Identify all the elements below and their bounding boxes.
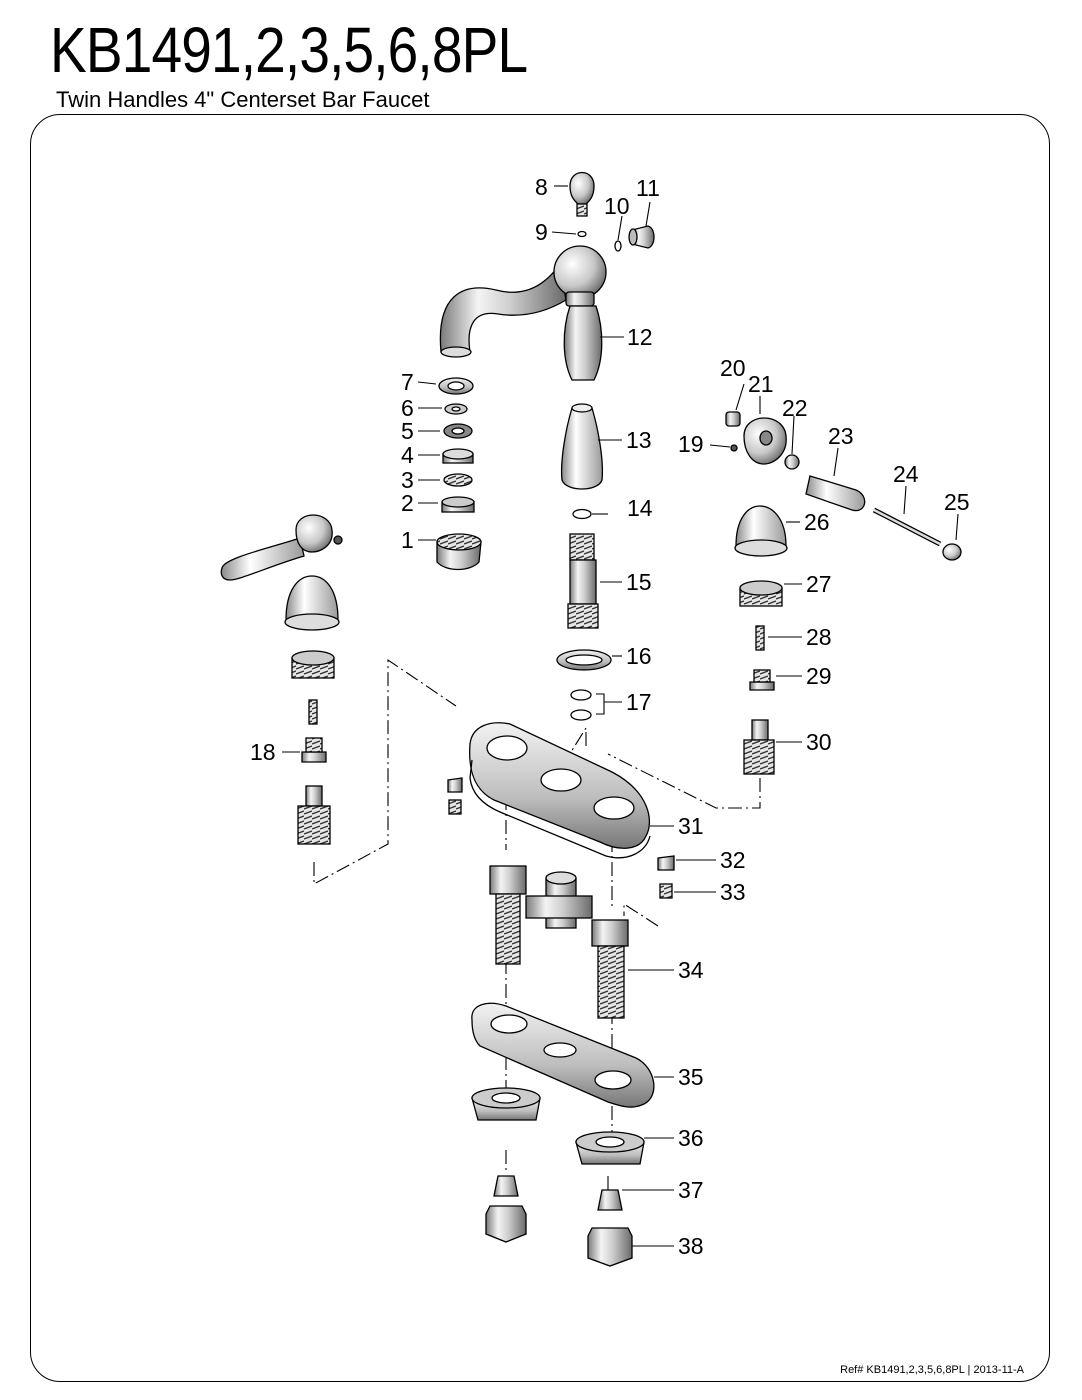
callout-20: 20 [720,355,746,381]
valve-body [489,865,527,895]
callout-29: 29 [806,663,832,689]
callout-33: 33 [720,879,746,905]
callout-31: 31 [678,813,704,839]
center-column [556,403,612,721]
callout-27: 27 [806,571,832,597]
callout-22: 22 [782,395,808,421]
sleeve [560,407,604,490]
bonnet-left [285,575,339,621]
callout-24: 24 [893,461,919,487]
callout-17: 17 [626,689,652,715]
finial [569,171,595,205]
callout-10: 10 [604,193,630,219]
callout-38: 38 [678,1233,704,1259]
reference-number: Ref# KB1491,2,3,5,6,8PL | 2013-11-A [840,1364,1024,1376]
callout-6: 6 [401,395,414,421]
callout-32: 32 [720,847,746,873]
right-handle-assembly [725,411,962,775]
callout-2: 2 [401,490,414,516]
callout-37: 37 [678,1177,704,1203]
callout-28: 28 [806,624,832,650]
lever-right [805,475,866,512]
callout-36: 36 [678,1125,704,1151]
bonnet-right [735,505,787,547]
spout-hub [553,245,607,299]
diagram-frame [30,114,1050,1382]
page-title: KB1491,2,3,5,6,8PL [50,14,528,86]
spout-body [563,305,603,381]
callout-9: 9 [535,219,548,245]
base-assembly [447,722,675,1267]
callout-13: 13 [626,427,652,453]
callout-8: 8 [535,174,548,200]
callout-5: 5 [401,418,414,444]
page-subtitle: Twin Handles 4" Centerset Bar Faucet [56,87,430,112]
callout-25: 25 [944,489,970,515]
callout-12: 12 [627,324,653,350]
callout-23: 23 [828,423,854,449]
callout-15: 15 [626,569,652,595]
spout [439,262,567,353]
spout-assembly [436,171,655,571]
callout-16: 16 [626,643,652,669]
callout-34: 34 [678,957,704,983]
shank [569,533,595,561]
callout-26: 26 [804,509,830,535]
callout-21: 21 [748,371,774,397]
callout-4: 4 [401,442,414,468]
spout-cap [631,225,655,249]
left-handle-assembly [220,514,343,845]
callout-7: 7 [401,369,414,395]
callout-3: 3 [401,467,414,493]
callout-18: 18 [250,739,276,765]
callout-30: 30 [806,729,832,755]
lever-left [220,537,305,581]
callout-19: 19 [678,431,704,457]
callout-labels: 8 9 10 11 12 7 6 5 4 3 2 1 13 14 15 16 1… [250,174,970,1259]
callout-35: 35 [678,1064,704,1090]
callout-11: 11 [636,175,660,201]
callout-14: 14 [627,495,653,521]
callout-1: 1 [401,527,414,553]
callout-leaders [282,185,959,1247]
